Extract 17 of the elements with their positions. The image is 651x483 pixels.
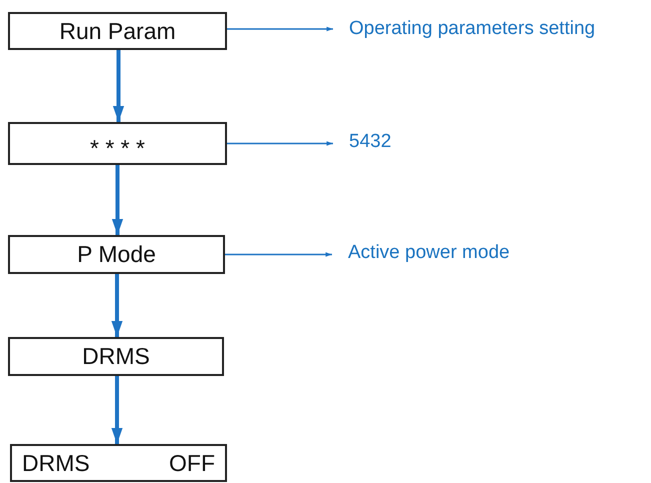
display-box: * * * * bbox=[8, 122, 227, 165]
display-box: Run Param bbox=[8, 12, 227, 50]
display-box: P Mode bbox=[8, 235, 225, 274]
arrow bbox=[112, 165, 124, 235]
arrow bbox=[111, 274, 123, 337]
display-box bbox=[10, 444, 227, 482]
arrow bbox=[111, 376, 123, 444]
display-box: DRMS bbox=[8, 337, 224, 376]
arrow bbox=[225, 252, 332, 257]
note-text: Operating parameters setting bbox=[333, 16, 649, 42]
arrow bbox=[112, 50, 124, 122]
note-text: 5432 bbox=[333, 129, 413, 155]
arrow bbox=[227, 26, 333, 32]
note-text: Active power mode bbox=[332, 240, 552, 266]
display-text: DRMS bbox=[22, 450, 90, 476]
display-text: OFF bbox=[169, 450, 215, 476]
arrow bbox=[227, 141, 333, 146]
